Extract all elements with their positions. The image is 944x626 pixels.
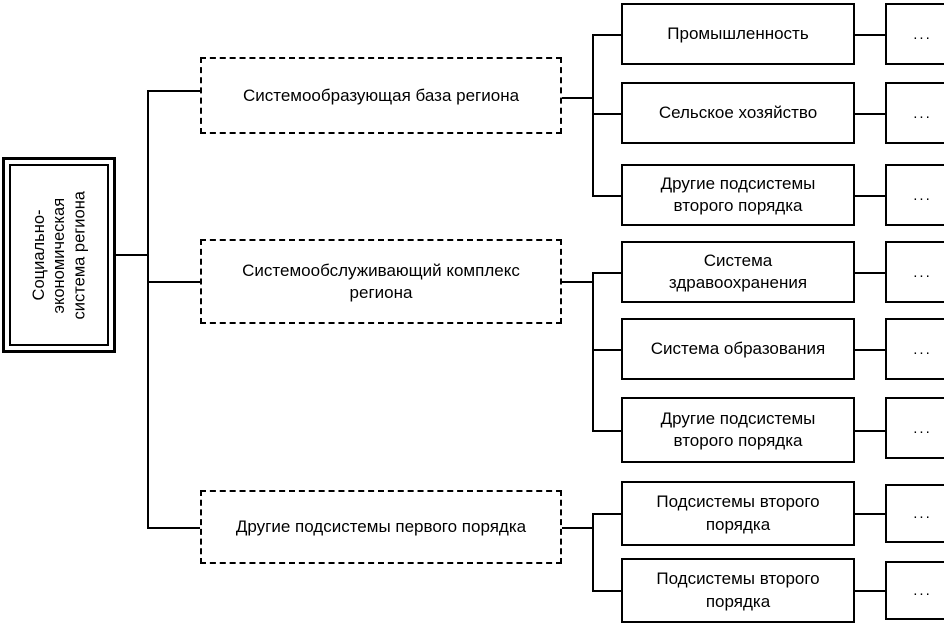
- connector-group3-trunk: [592, 513, 594, 591]
- connector-group3-to-box2: [592, 590, 623, 592]
- root-node-label: Социально- экономическая система региона: [29, 190, 89, 320]
- level3-ellipsis-3-label: ...: [913, 186, 932, 204]
- level2-node-g2-2[interactable]: Система образования: [621, 318, 855, 380]
- connector-g3-2-to-ellipsis: [855, 590, 886, 592]
- level3-ellipsis-7-label: ...: [913, 505, 932, 522]
- level2-node-g2-3[interactable]: Другие подсистемы второго порядка: [621, 397, 855, 463]
- level2-node-g1-2-label: Сельское хозяйство: [658, 102, 818, 122]
- connector-l1-1-stub: [562, 97, 594, 99]
- connector-group2-to-box2: [592, 349, 623, 351]
- connector-trunk-to-l1-3: [147, 527, 201, 529]
- level1-node-1[interactable]: Системообразующая база региона: [200, 57, 562, 134]
- level2-node-g1-1[interactable]: Промышленность: [621, 3, 855, 65]
- connector-g1-2-to-ellipsis: [855, 113, 886, 115]
- level3-ellipsis-2[interactable]: ...: [885, 82, 944, 144]
- level3-ellipsis-6[interactable]: ...: [885, 397, 944, 459]
- level2-node-g1-3-label: Другие подсистемы второго порядка: [660, 173, 816, 215]
- level1-node-1-label: Системообразующая база региона: [242, 85, 520, 105]
- connector-g3-1-to-ellipsis: [855, 513, 886, 515]
- level1-node-2-label: Системообслуживающий комплекс региона: [242, 260, 520, 302]
- level3-ellipsis-4-label: ...: [913, 263, 932, 281]
- connector-group2-to-box1: [592, 272, 623, 274]
- root-node[interactable]: Социально- экономическая система региона: [2, 157, 116, 353]
- level3-ellipsis-8[interactable]: ...: [885, 561, 944, 620]
- level2-node-g1-1-label: Промышленность: [667, 23, 809, 43]
- level3-ellipsis-7[interactable]: ...: [885, 484, 944, 543]
- connector-root-stub: [116, 254, 149, 256]
- level3-ellipsis-5[interactable]: ...: [885, 318, 944, 380]
- connector-group2-to-box3: [592, 430, 623, 432]
- connector-group1-to-box2: [592, 113, 623, 115]
- level3-ellipsis-4[interactable]: ...: [885, 241, 944, 303]
- level3-ellipsis-5-label: ...: [913, 340, 932, 358]
- level2-node-g2-1-label: Система здравоохранения: [668, 250, 808, 292]
- connector-trunk-to-l1-2: [147, 281, 201, 283]
- level3-ellipsis-2-label: ...: [913, 104, 932, 122]
- connector-l1-2-stub: [562, 281, 594, 283]
- level2-node-g3-1-label: Подсистемы второго порядка: [656, 492, 820, 534]
- connector-main-trunk: [147, 90, 149, 528]
- connector-g2-2-to-ellipsis: [855, 349, 886, 351]
- level1-node-2[interactable]: Системообслуживающий комплекс региона: [200, 239, 562, 324]
- level2-node-g3-1[interactable]: Подсистемы второго порядка: [621, 481, 855, 546]
- level2-node-g1-3[interactable]: Другие подсистемы второго порядка: [621, 164, 855, 226]
- level2-node-g2-2-label: Система образования: [650, 338, 826, 358]
- level3-ellipsis-8-label: ...: [913, 582, 932, 599]
- level3-ellipsis-1-label: ...: [913, 25, 932, 43]
- connector-g2-3-to-ellipsis: [855, 430, 886, 432]
- connector-g1-3-to-ellipsis: [855, 195, 886, 197]
- connector-trunk-to-l1-1: [147, 90, 201, 92]
- level2-node-g2-3-label: Другие подсистемы второго порядка: [660, 408, 816, 450]
- level2-node-g2-1[interactable]: Система здравоохранения: [621, 241, 855, 303]
- level1-node-3-label: Другие подсистемы первого порядка: [235, 517, 527, 537]
- level3-ellipsis-1[interactable]: ...: [885, 3, 944, 65]
- connector-l1-3-stub: [562, 527, 594, 529]
- connector-group1-to-box3: [592, 195, 623, 197]
- connector-g1-1-to-ellipsis: [855, 34, 886, 36]
- level1-node-3[interactable]: Другие подсистемы первого порядка: [200, 490, 562, 564]
- level3-ellipsis-6-label: ...: [913, 419, 932, 437]
- level3-ellipsis-3[interactable]: ...: [885, 164, 944, 226]
- connector-group2-trunk: [592, 272, 594, 430]
- level2-node-g3-2[interactable]: Подсистемы второго порядка: [621, 558, 855, 623]
- level2-node-g1-2[interactable]: Сельское хозяйство: [621, 82, 855, 144]
- level2-node-g3-2-label: Подсистемы второго порядка: [656, 569, 820, 611]
- connector-group3-to-box1: [592, 513, 623, 515]
- connector-g2-1-to-ellipsis: [855, 272, 886, 274]
- root-node-inner: Социально- экономическая система региона: [9, 164, 109, 346]
- connector-group1-to-box1: [592, 34, 623, 36]
